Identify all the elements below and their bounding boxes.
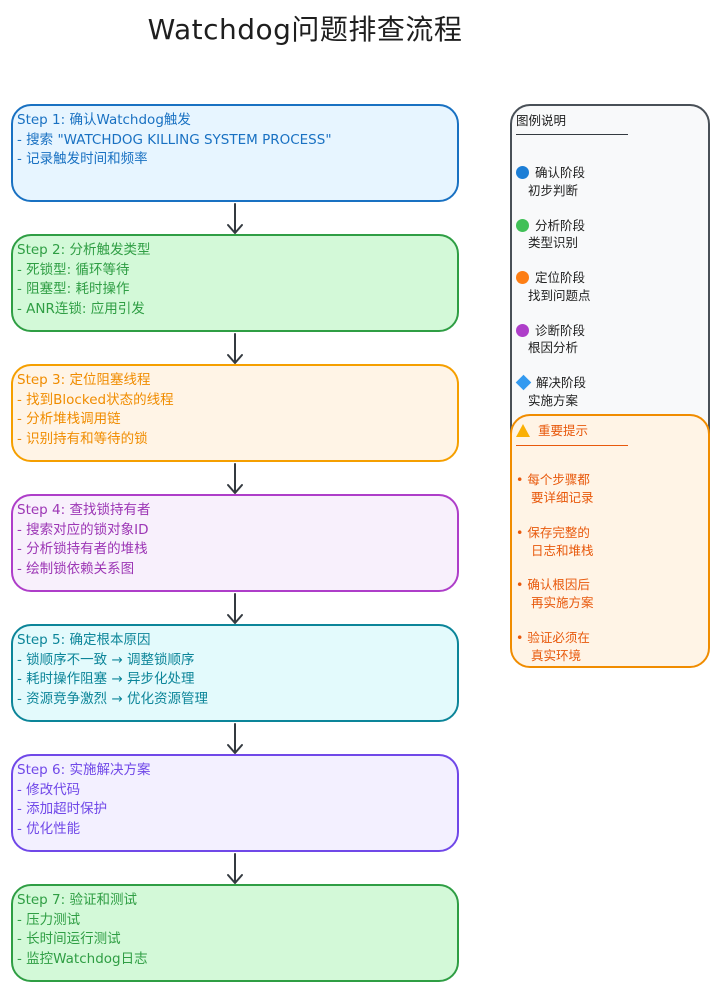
flow-arrow (227, 203, 243, 234)
step-line: - 记录触发时间和频率 (17, 151, 148, 167)
legend-sublabel: 找到问题点 (528, 287, 591, 303)
purple-circle-icon (516, 323, 529, 337)
tip-sublabel: 真实环境 (531, 647, 582, 663)
step-line: - 绘制锁依赖关系图 (17, 560, 135, 577)
step-line: - 优化性能 (17, 820, 81, 837)
step-box-5: Step 5: 确定根本原因 - 锁顺序不一致 → 调整锁顺序 - 耗时操作阻塞 →… (11, 624, 459, 722)
legend-sublabel: 初步判断 (528, 182, 579, 198)
step-line: - 阻塞型: 耗时操作 (17, 281, 130, 297)
bullet-icon: • (516, 577, 528, 592)
flow-arrow (227, 723, 243, 754)
tips-title: 重要提示 (538, 423, 589, 438)
step-heading: Step 5: 确定根本原因 (17, 632, 151, 648)
step-box-4: Step 4: 查找锁持有者 - 搜索对应的锁对象ID - 分析锁持有者的堆栈 - 绘… (11, 494, 459, 592)
legend-divider (516, 134, 628, 135)
bullet-icon: • (516, 524, 528, 540)
tips-header: 重要提示 (516, 420, 588, 439)
step-line: - 压力测试 (17, 911, 81, 928)
legend-label: 分析阶段 (535, 217, 586, 233)
legend-box: 图例说明 确认阶段初步判断分析阶段类型识别定位阶段找到问题点诊断阶段根因分析解决… (510, 104, 710, 464)
blue-diamond-icon (515, 374, 532, 391)
bullet-icon: • (516, 629, 528, 645)
step-line: - 长时间运行测试 (17, 931, 121, 947)
legend-label: 解决阶段 (536, 375, 587, 390)
step-line: - 找到Blocked状态的线程 (17, 391, 174, 408)
bullet-icon: • (516, 472, 528, 487)
legend-sublabel: 根因分析 (528, 340, 579, 355)
diagram-title: Watchdog问题排查流程 (147, 13, 463, 46)
blue-circle-icon (516, 166, 529, 179)
tip-label: 确认根因后 (527, 577, 590, 592)
step-box-7: Step 7: 验证和测试 - 压力测试 - 长时间运行测试 - 监控Watchdog… (11, 884, 459, 982)
legend-item: 定位阶段找到问题点 (516, 269, 706, 304)
green-circle-icon (516, 218, 529, 232)
step-line: - 死锁型: 循环等待 (17, 261, 130, 278)
orange-circle-icon (516, 271, 529, 284)
legend-label: 诊断阶段 (535, 322, 586, 338)
step-line: - ANR连锁: 应用引发 (17, 300, 145, 317)
step-line: - 锁顺序不一致 → 调整锁顺序 (17, 651, 195, 668)
step-heading: Step 4: 查找锁持有者 (17, 502, 151, 518)
tip-item: • 验证必须在真实环境 (516, 629, 706, 665)
step-box-6: Step 6: 实施解决方案 - 修改代码 - 添加超时保护 - 优化性能 (11, 754, 459, 852)
legend-item: 确认阶段初步判断 (516, 164, 706, 199)
step-line: - 资源竞争激烈 → 优化资源管理 (17, 690, 209, 707)
tip-item: • 每个步骤都要详细记录 (516, 471, 706, 507)
legend-item: 分析阶段类型识别 (516, 217, 706, 252)
tip-sublabel: 再实施方案 (531, 595, 594, 610)
step-box-1: Step 1: 确认Watchdog触发 - 搜索 "WATCHDOG KILLI… (11, 104, 459, 202)
flow-arrow (227, 333, 243, 364)
legend-item: 解决阶段实施方案 (515, 374, 706, 409)
step-line: - 分析锁持有者的堆栈 (17, 541, 148, 557)
legend-label: 确认阶段 (535, 165, 586, 180)
tip-sublabel: 要详细记录 (531, 490, 594, 505)
tips-box: 重要提示 • 每个步骤都要详细记录• 保存完整的日志和堆栈• 确认根因后再实施方… (510, 414, 710, 668)
step-box-3: Step 3: 定位阻塞线程 - 找到Blocked状态的线程 - 分析堆栈调用链 -… (11, 364, 459, 462)
step-line: - 搜索 "WATCHDOG KILLING SYSTEM PROCESS" (17, 131, 332, 148)
tip-label: 每个步骤都 (527, 472, 590, 487)
tip-item: • 保存完整的日志和堆栈 (516, 524, 706, 560)
flow-arrow (227, 853, 243, 884)
legend-item: 诊断阶段根因分析 (516, 322, 706, 357)
step-line: - 修改代码 (17, 781, 81, 798)
legend-sublabel: 类型识别 (528, 235, 579, 250)
tips-divider (516, 445, 628, 446)
step-line: - 搜索对应的锁对象ID (17, 521, 149, 538)
step-line: - 监控Watchdog日志 (17, 950, 148, 967)
tip-item: • 确认根因后再实施方案 (516, 576, 706, 612)
flow-arrow (227, 593, 243, 624)
step-heading: Step 7: 验证和测试 (17, 892, 137, 908)
step-heading: Step 2: 分析触发类型 (17, 242, 151, 258)
tip-label: 验证必须在 (527, 629, 590, 645)
legend-sublabel: 实施方案 (528, 392, 579, 408)
step-line: - 耗时操作阻塞 → 异步化处理 (17, 671, 195, 687)
step-heading: Step 1: 确认Watchdog触发 (17, 112, 191, 128)
legend-label: 定位阶段 (535, 270, 586, 285)
step-heading: Step 3: 定位阻塞线程 (17, 372, 151, 388)
step-box-2: Step 2: 分析触发类型 - 死锁型: 循环等待 - 阻塞型: 耗时操作 - AN… (11, 234, 459, 332)
step-line: - 分析堆栈调用链 (17, 411, 121, 427)
step-heading: Step 6: 实施解决方案 (17, 762, 151, 778)
step-line: - 添加超时保护 (17, 801, 108, 817)
legend-title: 图例说明 (516, 113, 567, 128)
tip-sublabel: 日志和堆栈 (531, 542, 594, 558)
flow-arrow (227, 463, 243, 494)
step-line: - 识别持有和等待的锁 (17, 430, 148, 447)
warning-icon (516, 424, 530, 437)
tip-label: 保存完整的 (527, 524, 590, 540)
